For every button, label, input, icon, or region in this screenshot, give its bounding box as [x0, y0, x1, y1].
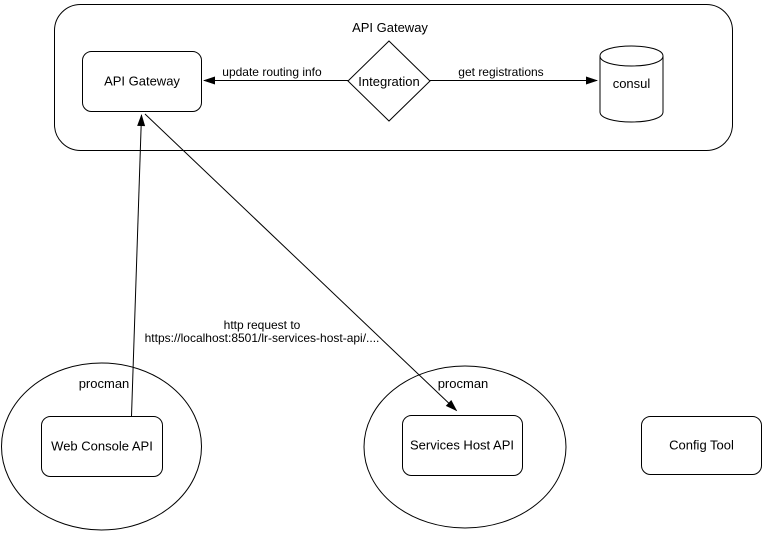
services-host-api-label: Services Host API	[410, 438, 514, 453]
edge-update-routing-info-label: update routing info	[222, 65, 322, 79]
edge-http-request-label-line2: https://localhost:8501/lr-services-host-…	[145, 331, 380, 345]
edge-gateway-to-services-host[interactable]	[144, 113, 458, 412]
edge-get-registrations-label: get registrations	[458, 65, 543, 79]
integration-label: Integration	[358, 74, 419, 89]
integration-diamond[interactable]	[347, 40, 431, 122]
api-gateway-group-label: API Gateway	[352, 20, 428, 35]
web-console-api-node[interactable]	[41, 416, 163, 477]
edge-web-console-to-gateway[interactable]	[131, 114, 146, 417]
web-console-api-label: Web Console API	[51, 439, 153, 454]
procman-web-console-group-label: procman	[79, 376, 130, 391]
api-gateway-node-label: API Gateway	[104, 74, 180, 89]
procman-services-host-group-label: procman	[438, 376, 489, 391]
edge-http-request-label-line1: http request to	[224, 318, 301, 332]
api-gateway-node[interactable]	[82, 51, 202, 112]
config-tool-label: Config Tool	[669, 438, 734, 453]
consul-cylinder-rim	[599, 55, 664, 67]
config-tool-node[interactable]	[641, 416, 762, 475]
services-host-api-node[interactable]	[402, 415, 523, 476]
consul-label: consul	[613, 76, 651, 91]
procman-web-console-group[interactable]	[1, 362, 202, 531]
procman-services-host-group[interactable]	[363, 365, 567, 529]
